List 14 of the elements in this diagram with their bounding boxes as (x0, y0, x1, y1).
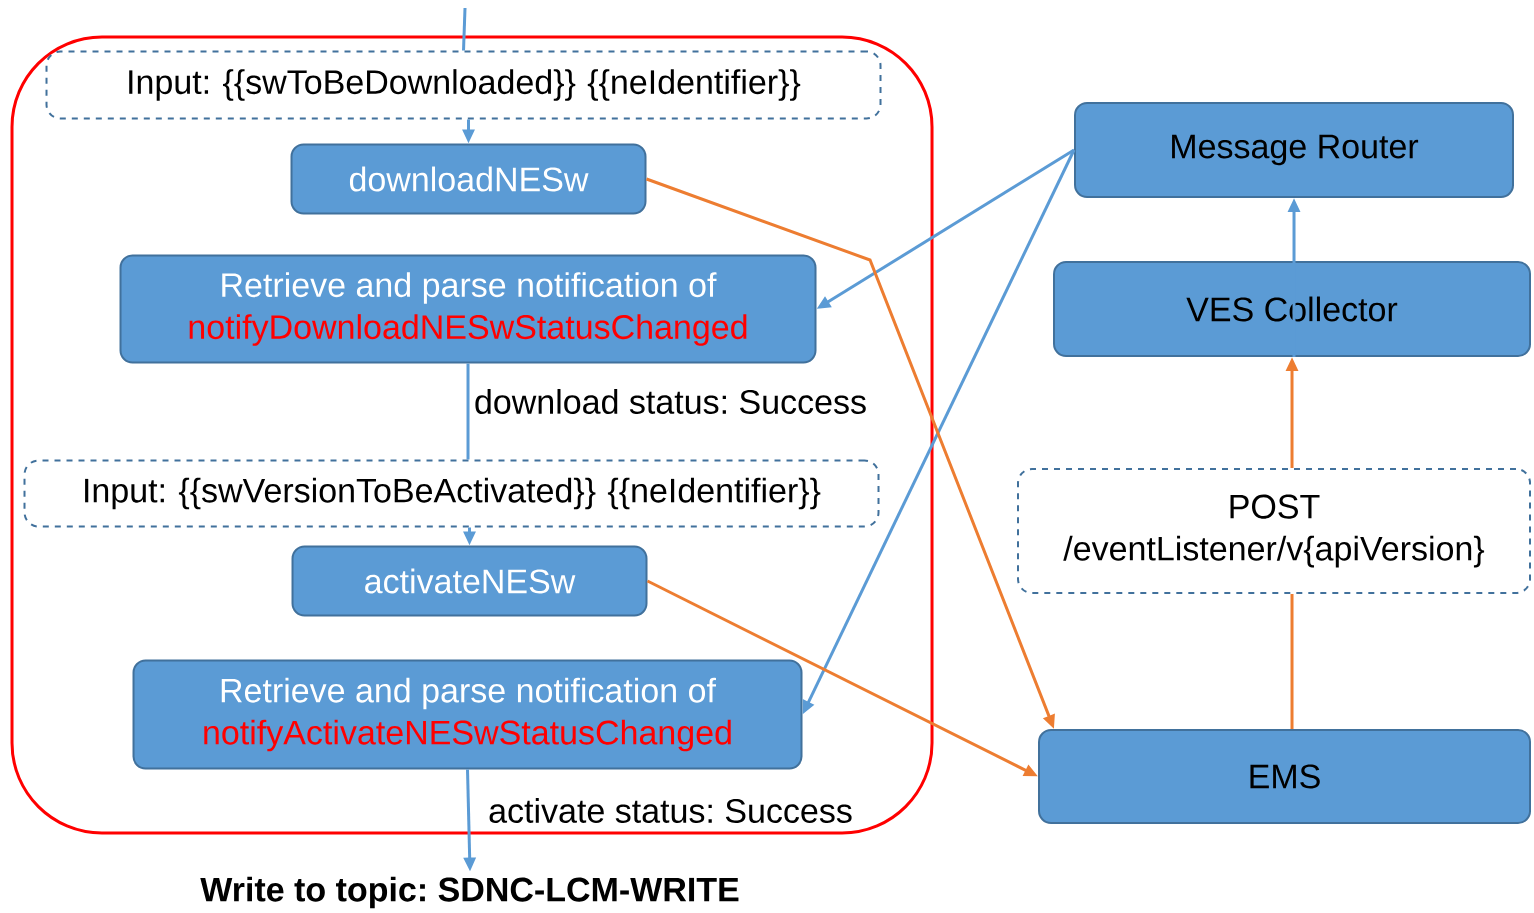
process-box: EMS (1038, 729, 1531, 824)
topic-text: Write to topic: SDNC-LCM-WRITE (200, 876, 739, 909)
process-box: activateNESw (291, 545, 648, 617)
input-box: POST /eventListener/v{apiVersion} (1017, 468, 1531, 594)
rounded-frame (10, 35, 934, 835)
process-box: VES Collector (1053, 261, 1531, 357)
input-box: Input: {{swToBeDownloaded}} {{neIdentifier}} (45, 50, 882, 120)
status-text: download status: Success (475, 389, 866, 414)
status-text: activate status: Success (489, 798, 852, 823)
input-box: Input: {{swVersionToBeActivated}} {{neIdentifier}} (23, 459, 880, 528)
process-box: Retrieve and parse notification of notifyActivateNESwStatusChanged (132, 659, 803, 770)
process-box: Message Router (1074, 102, 1514, 198)
process-box: downloadNESw (290, 143, 647, 215)
process-box: Retrieve and parse notification of notifyDownloadNESwStatusChanged (119, 254, 817, 364)
